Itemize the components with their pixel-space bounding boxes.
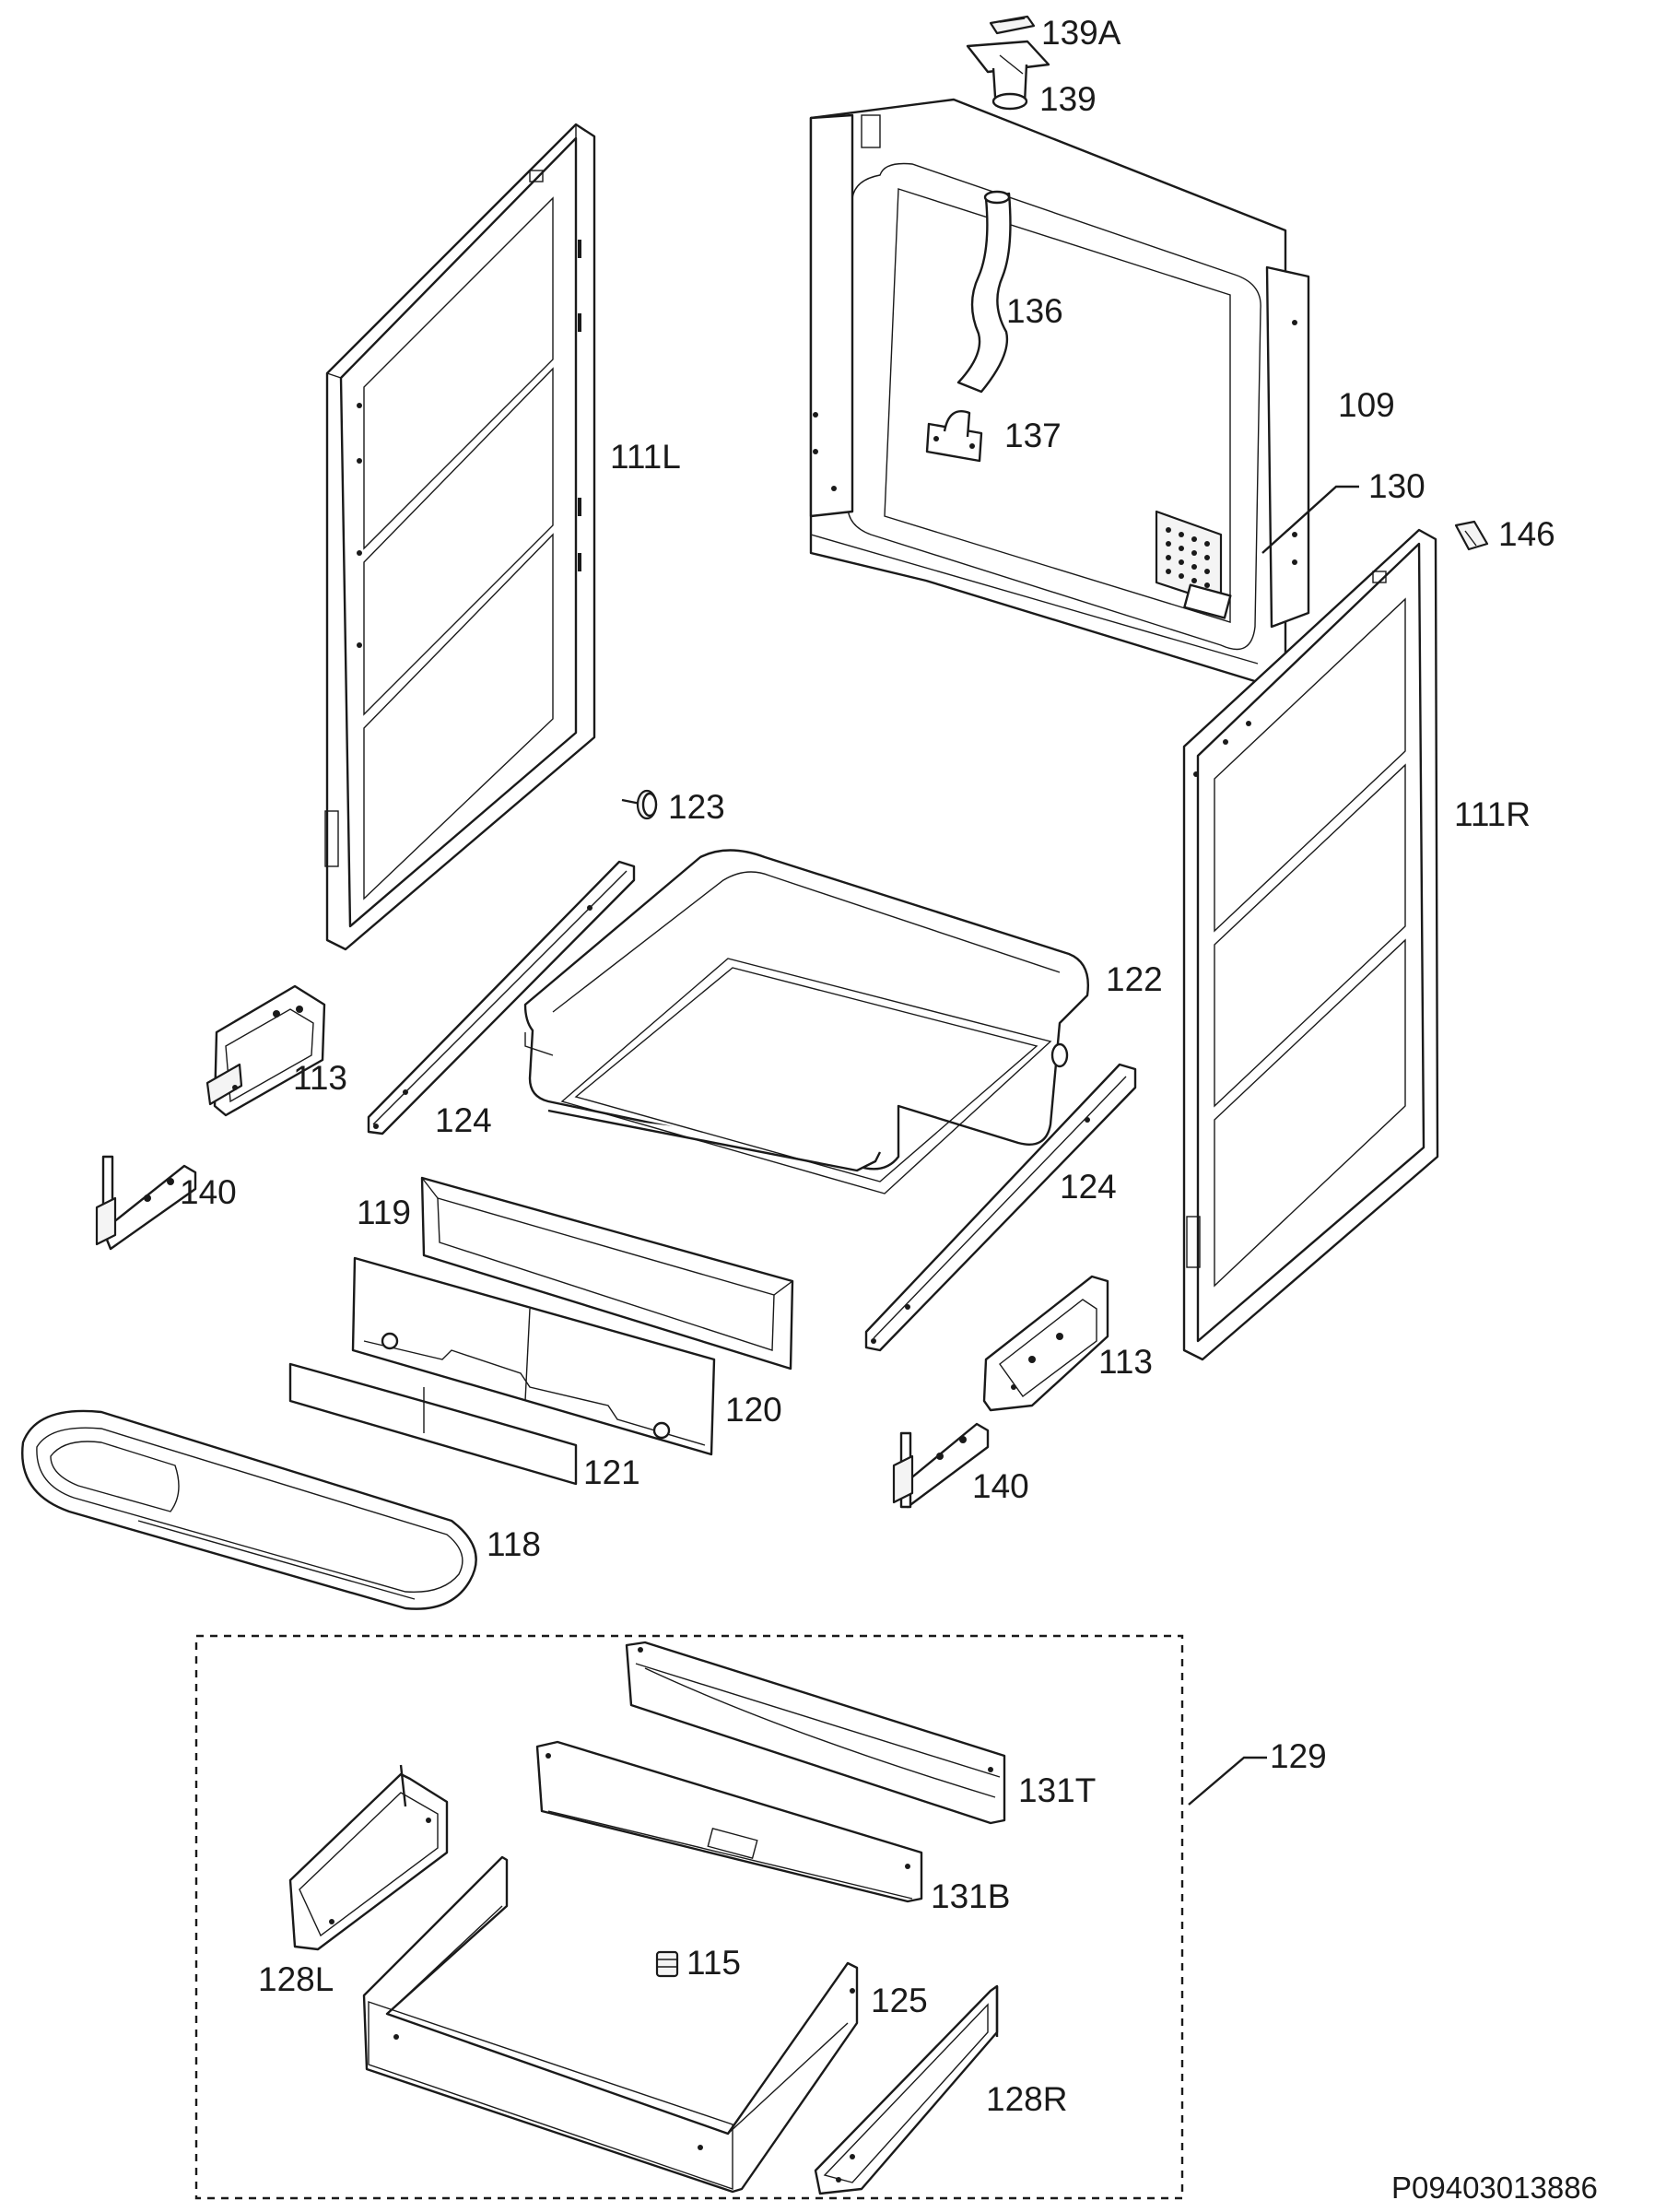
label-139A: 139A xyxy=(1041,14,1121,52)
label-111R: 111R xyxy=(1454,795,1531,833)
part-111R-right-side-panel xyxy=(1182,528,1439,1361)
part-113-right-bracket xyxy=(982,1275,1109,1412)
part-146-clip xyxy=(1454,520,1489,551)
label-140-right: 140 xyxy=(972,1467,1029,1505)
label-120: 120 xyxy=(725,1391,782,1429)
part-120-drawer-front-panel xyxy=(351,1256,716,1456)
part-136-hose xyxy=(956,190,1012,394)
label-128L: 128L xyxy=(258,1960,334,1998)
leader-130 xyxy=(1261,485,1359,554)
part-118-storage-tray xyxy=(21,1409,477,1610)
part-128R-right-rail xyxy=(814,1984,999,2195)
part-119-drawer-front-frame xyxy=(420,1176,794,1371)
label-113-left: 113 xyxy=(293,1059,347,1097)
part-140-right-hinge xyxy=(892,1422,990,1509)
part-111L-left-side-panel xyxy=(324,123,596,951)
part-122-drawer-tub xyxy=(523,849,1089,1194)
label-121: 121 xyxy=(583,1453,640,1491)
label-109: 109 xyxy=(1338,386,1395,424)
label-146: 146 xyxy=(1498,515,1555,553)
label-129: 129 xyxy=(1270,1737,1327,1775)
part-121-handle-trim xyxy=(288,1362,578,1486)
label-124-left: 124 xyxy=(435,1101,492,1139)
part-129-kit-group xyxy=(194,1634,1267,2200)
part-124-right-runner xyxy=(864,1063,1137,1352)
part-109-oven-cavity xyxy=(809,98,1310,684)
label-123: 123 xyxy=(668,788,725,826)
part-128L-left-rail xyxy=(288,1764,449,1951)
label-131B: 131B xyxy=(931,1877,1010,1915)
label-115: 115 xyxy=(686,1944,741,1982)
part-139A-clip xyxy=(989,15,1036,35)
reference-code: P09403013886 xyxy=(1391,2171,1598,2205)
label-131T: 131T xyxy=(1018,1771,1096,1809)
part-131T-top-rail xyxy=(625,1641,1006,1825)
label-118: 118 xyxy=(487,1525,541,1563)
label-125: 125 xyxy=(871,1982,928,2019)
label-113-right: 113 xyxy=(1098,1343,1153,1381)
part-123-knob xyxy=(621,789,658,820)
label-111L: 111L xyxy=(610,438,681,476)
part-124-left-runner xyxy=(367,860,636,1135)
part-137-bracket xyxy=(925,410,983,463)
label-122: 122 xyxy=(1106,960,1163,998)
label-130: 130 xyxy=(1368,467,1425,505)
label-119: 119 xyxy=(357,1194,411,1231)
part-125-plinth-frame xyxy=(362,1855,859,2194)
part-131B-back-rail xyxy=(535,1740,923,1903)
label-140-left: 140 xyxy=(180,1173,237,1211)
part-113-left-bracket xyxy=(205,984,326,1117)
label-136: 136 xyxy=(1006,292,1063,330)
label-137: 137 xyxy=(1004,417,1062,454)
label-139: 139 xyxy=(1039,80,1097,118)
part-115-foot xyxy=(655,1950,679,1978)
label-124-right: 124 xyxy=(1060,1168,1117,1206)
label-128R: 128R xyxy=(986,2080,1067,2118)
part-140-left-hinge xyxy=(95,1155,197,1251)
part-139-vent-outlet xyxy=(966,40,1050,111)
